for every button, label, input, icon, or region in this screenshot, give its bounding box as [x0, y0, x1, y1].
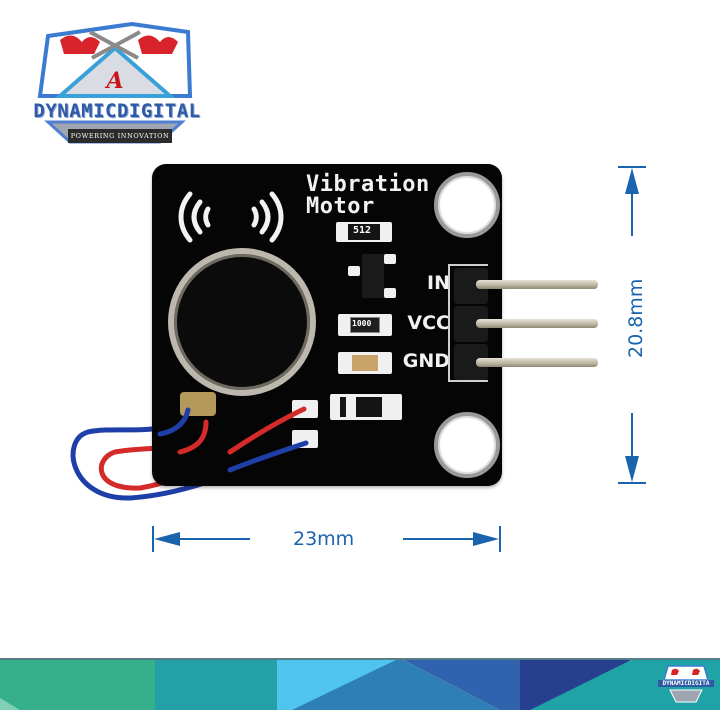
resistor-1000: 1000: [338, 314, 392, 336]
coin-vibration-motor: [168, 248, 316, 396]
banner-geometric-pattern: [0, 658, 720, 710]
banner-brand-logo: DYNAMICDIGITA: [658, 662, 714, 706]
pin-label-vcc: VCC: [407, 312, 450, 334]
silkscreen-subtitle: Motor: [306, 194, 375, 219]
dimension-width-label: 23mm: [293, 528, 355, 550]
brand-logo: A DYNAMICDIGITAL POWERING INNOVATION: [20, 18, 210, 148]
dimension-height-label: 20.8mm: [625, 278, 647, 358]
mounting-hole-top: [434, 172, 500, 238]
pin-header: [448, 264, 488, 382]
brand-name: DYNAMICDIGITAL: [33, 100, 201, 122]
arrow-down-icon: [625, 456, 639, 482]
mounting-hole-bottom: [434, 412, 500, 478]
capacitor: [338, 352, 392, 374]
vibration-waves-right-icon: [251, 191, 284, 243]
resistor-512: 512: [336, 222, 392, 242]
pin-label-gnd: GND: [402, 350, 450, 372]
banner-logo-shield-icon: [663, 665, 709, 703]
pin-label-in: IN: [427, 272, 450, 294]
vibration-waves-left-icon: [178, 191, 211, 243]
vibration-motor-module: Vibration Motor 512 1000 IN VCC GND: [152, 164, 502, 486]
silkscreen-title: Vibration: [306, 172, 430, 197]
arrow-left-icon: [154, 532, 180, 546]
svg-text:A: A: [104, 68, 123, 94]
brand-tagline: POWERING INNOVATION: [68, 129, 172, 143]
header-pin-gnd: [476, 358, 598, 367]
footer-banner: DYNAMICDIGITA: [0, 658, 720, 710]
header-pin-in: [476, 280, 598, 289]
transistor: [362, 254, 384, 298]
diode: [330, 394, 402, 420]
arrow-right-icon: [473, 532, 499, 546]
header-pin-vcc: [476, 319, 598, 328]
arrow-up-icon: [625, 168, 639, 194]
banner-brand-name: DYNAMICDIGITA: [658, 680, 714, 687]
